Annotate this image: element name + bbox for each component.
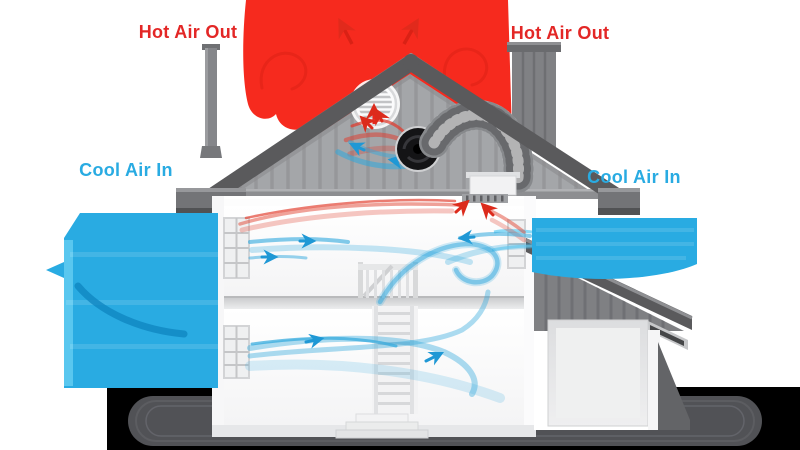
- right-wall-wedge: [658, 342, 690, 430]
- slab-streaks: [536, 228, 694, 260]
- eave-right: [598, 188, 640, 215]
- window-lower-left: [223, 325, 250, 379]
- grille-arrow-icon: [480, 202, 499, 221]
- attic-floor-band: [216, 189, 608, 199]
- ceiling-grille-icon: [462, 194, 508, 203]
- slab-entry-wisp: [491, 244, 533, 252]
- room-blue-airflow-lower: [245, 289, 505, 403]
- slab-streaks: [66, 252, 218, 349]
- main-roof: [176, 52, 640, 215]
- slab-cyan-edge: [64, 240, 73, 386]
- floor-slab: [218, 296, 534, 309]
- roof-ridge: [403, 54, 419, 70]
- roof-right-slope: [405, 55, 637, 213]
- ceiling-red-airflow: [238, 198, 527, 243]
- burst-arrow-up-left-icon: [338, 17, 356, 45]
- slab-swirl: [74, 282, 188, 338]
- burst-swirl-left: [259, 51, 308, 91]
- grille-arrow-icon: [451, 199, 470, 217]
- window-upper-left: [223, 217, 250, 279]
- hot-air-label-right: Hot Air Out: [510, 23, 610, 43]
- roof-left-slope: [189, 55, 417, 215]
- stairwell-airflow: [376, 239, 502, 306]
- fan-plenum: [466, 172, 520, 196]
- cool-air-label-right: Cool Air In: [587, 167, 681, 187]
- room-blue-airflow-upper: [248, 229, 533, 265]
- flue-pipe-icon: [200, 44, 222, 158]
- hot-air-label-left: Hot Air Out: [138, 22, 238, 42]
- cool-air-slab-left: [46, 213, 218, 388]
- burst-arrow-up-right-icon: [400, 17, 419, 45]
- burst-swirl-right: [442, 47, 489, 87]
- cool-air-slab-right: [491, 218, 697, 279]
- front-steps: [335, 413, 429, 439]
- garage-door-panel: [556, 328, 640, 418]
- garage-right-jamb: [648, 330, 660, 430]
- staircase: [372, 306, 418, 414]
- slab-entry-wisp: [493, 229, 533, 234]
- cool-air-label-left: Cool Air In: [79, 160, 173, 180]
- attic-floor-highlight: [216, 189, 608, 192]
